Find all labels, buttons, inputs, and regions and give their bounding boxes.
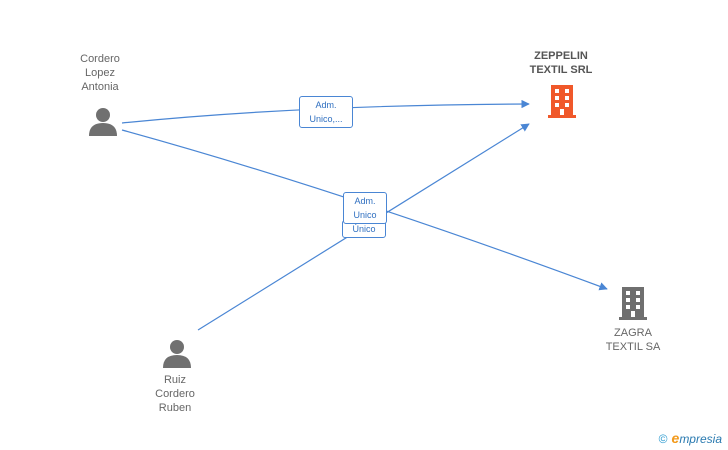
person1-name[interactable]: Cordero Lopez Antonia: [80, 53, 120, 93]
person-icon[interactable]: [88, 106, 118, 136]
person-icon[interactable]: [162, 338, 192, 368]
edge-label-person1-company2[interactable]: Adm. Unico: [343, 192, 387, 224]
building-icon[interactable]: [546, 84, 578, 118]
person2-name[interactable]: Ruiz Cordero Ruben: [155, 374, 195, 414]
brand-initial: e: [671, 430, 680, 446]
brand-logo[interactable]: ©empresia: [659, 430, 722, 446]
edge-label-person1-company1[interactable]: Adm. Unico,...: [299, 96, 353, 128]
building-icon[interactable]: [617, 286, 649, 320]
brand-name: mpresia: [679, 432, 722, 446]
copyright-symbol: ©: [658, 432, 668, 446]
company1-name[interactable]: ZEPPELIN TEXTIL SRL: [529, 50, 593, 76]
company2-name[interactable]: ZAGRA TEXTIL SA: [605, 327, 661, 353]
